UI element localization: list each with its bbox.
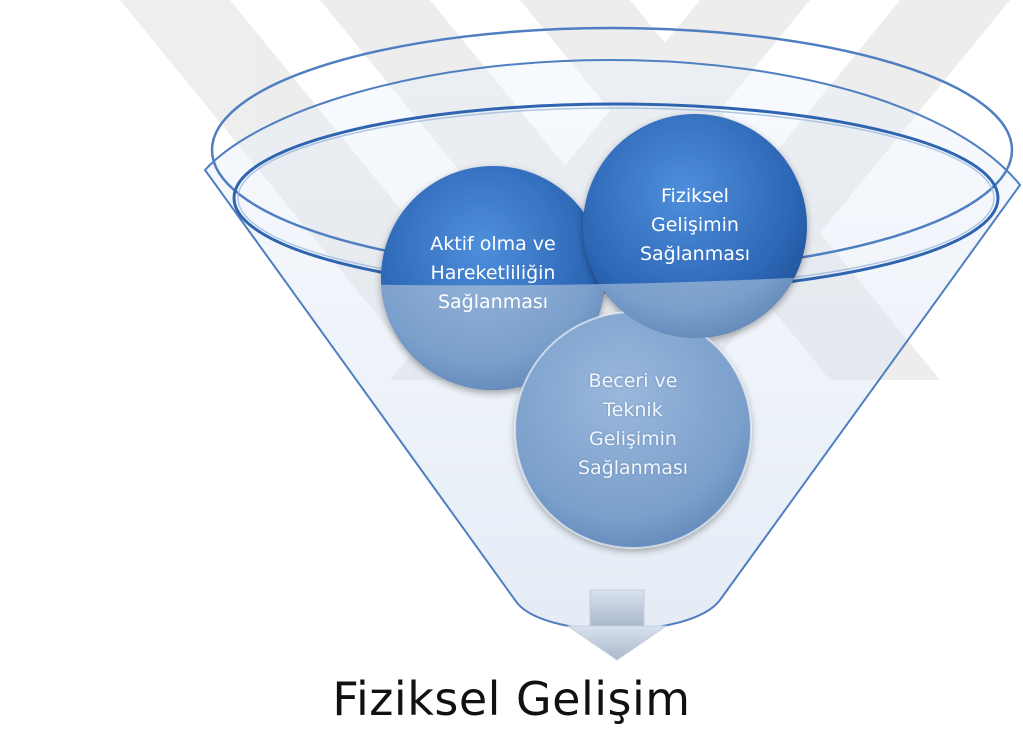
result-label: Fiziksel Gelişim <box>332 672 691 726</box>
label-line: Aktif olma ve <box>430 232 556 255</box>
input-label-fiziksel: Fiziksel Gelişimin Sağlanması <box>600 175 790 275</box>
label-line: Hareketliliğin <box>430 261 556 284</box>
label-line: Sağlanması <box>437 290 549 313</box>
label-line: Sağlanması <box>577 457 689 479</box>
label-line: Gelişimin <box>589 428 677 450</box>
label-line: Sağlanması <box>639 242 751 265</box>
label-line: Teknik <box>603 399 663 421</box>
label-line: Fiziksel <box>661 184 729 207</box>
input-label-beceri: Beceri ve Teknik Gelişimin Sağlanması <box>538 364 728 486</box>
down-arrow-icon <box>566 589 668 661</box>
label-line: Beceri ve <box>588 370 678 392</box>
input-label-aktif: Aktif olma ve Hareketliliğin Sağlanması <box>393 222 593 324</box>
label-line: Gelişimin <box>651 213 739 236</box>
